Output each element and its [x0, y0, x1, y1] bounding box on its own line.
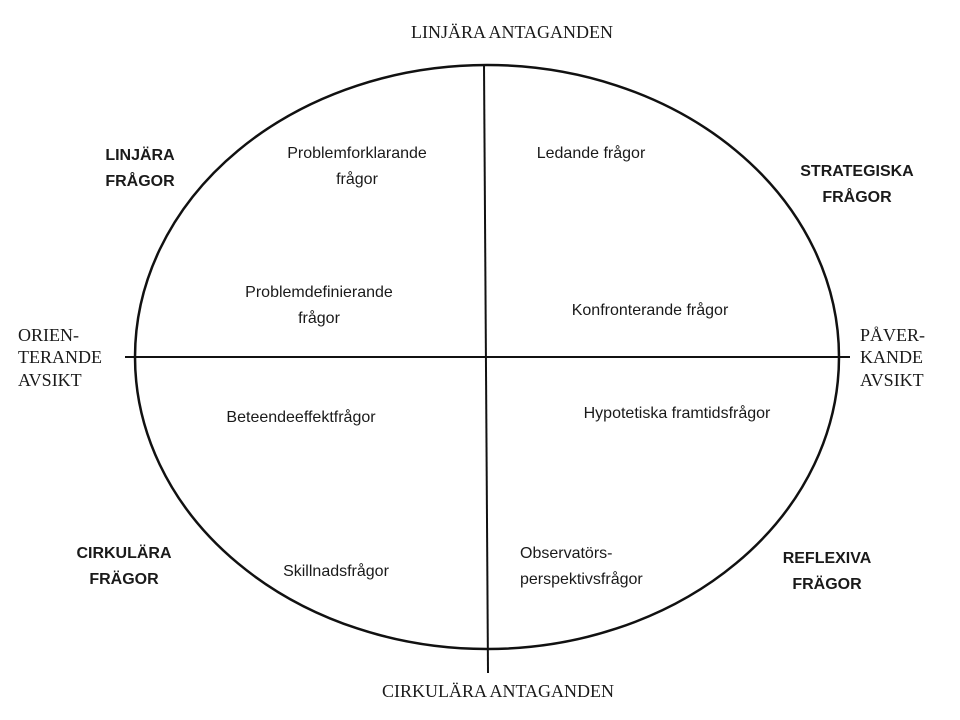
question-problemforklarande-line-2: frågor	[336, 170, 378, 188]
corner-label-top-left-line-2: FRÅGOR	[105, 171, 175, 190]
question-konfronterande: Konfronterande frågor	[572, 301, 729, 319]
question-problemdefinierande-line-1: Problemdefinierande	[245, 284, 393, 301]
axis-label-left-line-1: ORIEN-	[18, 325, 79, 345]
question-skillnads: Skillnadsfrågor	[283, 562, 390, 580]
question-observators-line-1: Observatörs-	[520, 545, 612, 562]
question-beteendeeffekt: Beteendeeffektfrågor	[226, 408, 376, 426]
corner-label-top-right-line-2: FRÅGOR	[822, 187, 892, 206]
axis-label-right-line-1: PÅVER-	[860, 325, 925, 345]
axis-label-right-line-3: AVSIKT	[860, 370, 924, 390]
question-hypotetiska: Hypotetiska framtidsfrågor	[584, 404, 771, 422]
axis-label-bottom: CIRKULÄRA ANTAGANDEN	[382, 681, 614, 701]
corner-label-top-right-line-1: STRATEGISKA	[800, 163, 914, 180]
axis-label-left-line-2: TERANDE	[18, 347, 102, 367]
axis-label-right-line-2: KANDE	[860, 347, 923, 367]
corner-label-bottom-right-line-1: REFLEXIVA	[783, 550, 872, 567]
vertical-axis	[483, 63, 489, 674]
question-observators-line-2: perspektivsfrågor	[520, 570, 643, 588]
axis-label-left-line-3: AVSIKT	[18, 370, 82, 390]
corner-label-bottom-left-line-1: CIRKULÄRA	[76, 544, 172, 562]
question-problemdefinierande-line-2: frågor	[298, 309, 340, 327]
corner-label-bottom-right-line-2: FRÄGOR	[792, 575, 862, 593]
corner-label-bottom-left-line-2: FRÄGOR	[89, 570, 159, 588]
axis-label-top: LINJÄRA ANTAGANDEN	[411, 22, 613, 42]
question-problemforklarande-line-1: Problemforklarande	[287, 145, 427, 162]
corner-label-top-left-line-1: LINJÄRA	[105, 146, 175, 164]
question-ledande: Ledande frågor	[537, 144, 646, 162]
